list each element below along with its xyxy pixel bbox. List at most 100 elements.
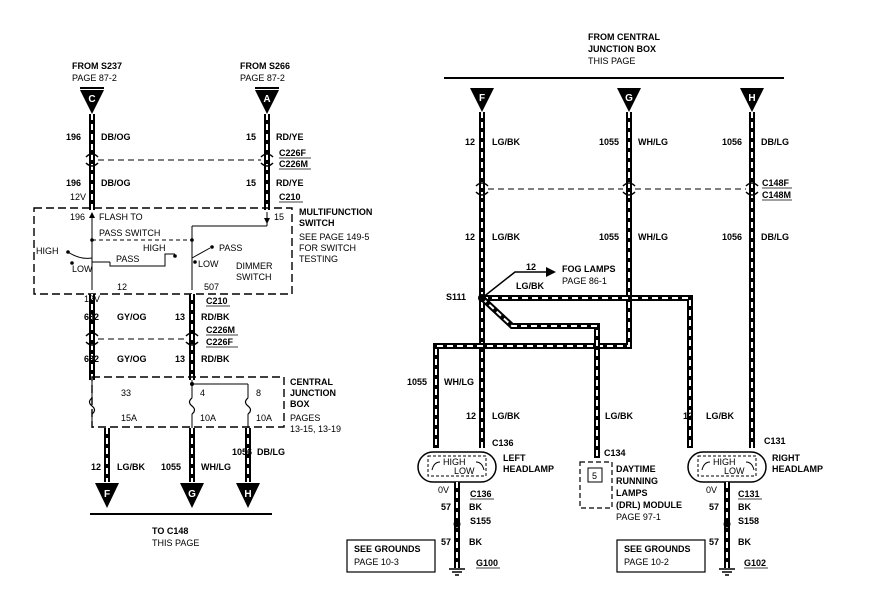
left-headlamp: HIGH LOW xyxy=(417,451,497,483)
svg-text:F: F xyxy=(104,489,110,500)
left-s155: S155 xyxy=(470,516,491,526)
c226m-label-bottom: C226M xyxy=(206,325,235,335)
mfs-pass-right: PASS xyxy=(219,243,242,253)
left-1055-circuit: 1055 xyxy=(407,377,427,387)
svg-text:G: G xyxy=(188,489,196,500)
cjb-pages: PAGES xyxy=(290,413,320,423)
circuit-632-a: 632 xyxy=(84,312,99,322)
c148m-label: C148M xyxy=(762,190,791,200)
circuit-13-a: 13 xyxy=(175,312,185,322)
left-12-color: LG/BK xyxy=(492,411,520,421)
c226m-label-top: C226M xyxy=(279,159,308,169)
drl-title-2: RUNNING xyxy=(616,476,658,486)
fuse-15a: 15A xyxy=(121,413,137,423)
right-headlamp: HIGH LOW xyxy=(687,451,767,483)
c210-label-top: C210 xyxy=(279,192,301,202)
mfs-flash-to: FLASH TO xyxy=(99,212,143,222)
color-rdbk-b: RD/BK xyxy=(201,354,230,364)
drl-title-1: DAYTIME xyxy=(616,464,656,474)
splice-s111 xyxy=(478,294,486,302)
right-g102: G102 xyxy=(744,558,766,568)
ground-right-wire xyxy=(719,482,735,576)
drl-pin-5: 5 xyxy=(592,471,597,481)
color-gyog-b: GY/OG xyxy=(117,354,147,364)
mfs-pin-15: 15 xyxy=(274,212,284,222)
source-a-page: PAGE 87-2 xyxy=(240,73,285,83)
right-ground-0v: 0V xyxy=(706,485,717,495)
central-junction-box: 33 4 8 15A 10A 10A xyxy=(88,376,285,428)
right-s158: S158 xyxy=(738,516,759,526)
see-grounds-left: SEE GROUNDS PAGE 10-3 xyxy=(346,539,436,573)
connector-c-triangle: C xyxy=(80,87,104,114)
left-hl-low: LOW xyxy=(454,466,475,476)
see-grounds-left-page: PAGE 10-3 xyxy=(354,557,399,567)
multifunction-switch: 196 15 FLASH TO PASS SWITCH HIGH LOW PAS… xyxy=(33,207,293,295)
right-hl-name-1: RIGHT xyxy=(772,453,801,463)
connector-g-in-triangle: G xyxy=(617,88,641,112)
fuse-4: 4 xyxy=(200,388,205,398)
color-rdye-a: RD/YE xyxy=(276,132,304,142)
left-hl-name-1: LEFT xyxy=(503,453,526,463)
right-12-circuit: 12 xyxy=(683,411,693,421)
f-top-circuit: 12 xyxy=(465,137,475,147)
drl-title-4: (DRL) MODULE xyxy=(616,500,682,510)
svg-text:C: C xyxy=(88,94,95,105)
circuit-15-a: 15 xyxy=(246,132,256,142)
g-top-circuit: 1055 xyxy=(599,137,619,147)
circuit-1056-out: 1056 xyxy=(232,447,252,457)
mfs-pin-12: 12 xyxy=(117,282,127,292)
mfs-note-3: TESTING xyxy=(299,254,338,264)
right-bk-b: BK xyxy=(738,537,751,547)
right-hl-name-2: HEADLAMP xyxy=(772,464,823,474)
mfs-pin-507: 507 xyxy=(204,282,219,292)
left-hl-name-2: HEADLAMP xyxy=(503,464,554,474)
ground-left-wire xyxy=(449,482,465,576)
h-top-circuit: 1056 xyxy=(722,137,742,147)
connector-c148 xyxy=(475,182,759,196)
svg-text:G: G xyxy=(625,93,633,104)
g-mid-circuit: 1055 xyxy=(599,232,619,242)
c131-top-label: C131 xyxy=(764,436,786,446)
mfs-pin-196: 196 xyxy=(70,212,85,222)
left-ground-0v: 0V xyxy=(438,485,449,495)
connector-f-in-triangle: F xyxy=(470,88,494,112)
wire-12-fog xyxy=(481,267,556,299)
circuit-196-a: 196 xyxy=(66,132,81,142)
color-rdbk-a: RD/BK xyxy=(201,312,230,322)
cjb-title-1: CENTRAL xyxy=(290,377,333,387)
wire-12-right xyxy=(482,295,693,448)
color-dbog-b: DB/OG xyxy=(101,178,131,188)
right-57-a: 57 xyxy=(709,502,719,512)
svg-text:H: H xyxy=(748,93,755,104)
f-top-color: LG/BK xyxy=(492,137,520,147)
left-section: FROM S237 PAGE 87-2 FROM S266 PAGE 87-2 … xyxy=(33,61,372,548)
mfs-switch: SWITCH xyxy=(236,272,272,282)
connector-h-out-triangle: H xyxy=(236,483,260,508)
c226f-label-bottom: C226F xyxy=(206,337,234,347)
f-mid-color: LG/BK xyxy=(492,232,520,242)
left-57-a: 57 xyxy=(441,502,451,512)
connector-f-out-triangle: F xyxy=(95,483,119,508)
c210-label-bottom: C210 xyxy=(206,296,228,306)
fog-lamps-page: PAGE 86-1 xyxy=(562,276,607,286)
color-lgbk-out: LG/BK xyxy=(117,462,145,472)
circuit-15-b: 15 xyxy=(246,178,256,188)
left-bk-b: BK xyxy=(469,537,482,547)
wire-1055-g xyxy=(433,112,632,448)
circuit-632-b: 632 xyxy=(84,354,99,364)
from-cjb-2: JUNCTION BOX xyxy=(588,44,656,54)
circuit-12-out: 12 xyxy=(91,462,101,472)
cjb-title-3: BOX xyxy=(290,399,310,409)
svg-text:H: H xyxy=(244,489,251,500)
left-12-circuit: 12 xyxy=(466,411,476,421)
circuit-196-b: 196 xyxy=(66,178,81,188)
to-c148-page: THIS PAGE xyxy=(152,538,199,548)
drl-module: 5 xyxy=(579,461,613,509)
color-dblg-out: DB/LG xyxy=(257,447,285,457)
cjb-pages-nums: 13-15, 13-19 xyxy=(290,424,341,434)
right-c131-label: C131 xyxy=(738,489,760,499)
source-c-page: PAGE 87-2 xyxy=(72,73,117,83)
fuse-8: 8 xyxy=(256,388,261,398)
right-57-b: 57 xyxy=(709,537,719,547)
